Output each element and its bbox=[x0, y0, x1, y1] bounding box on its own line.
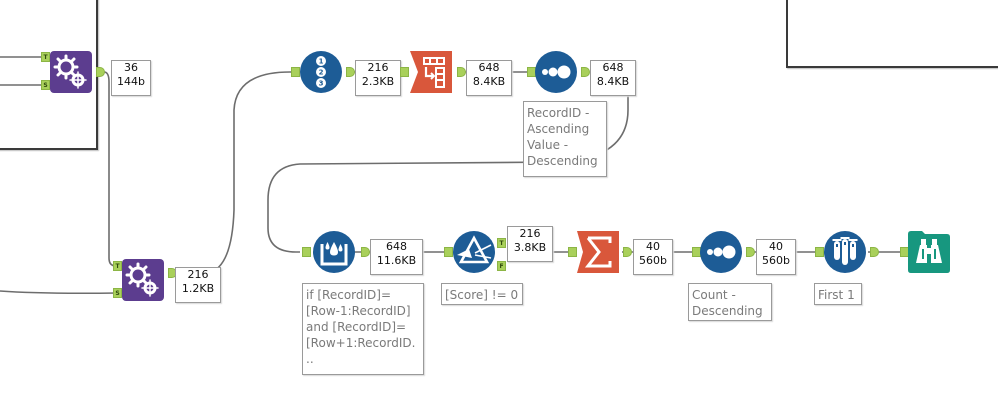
multirow-formula-icon bbox=[313, 231, 355, 273]
input-anchor-s[interactable]: S bbox=[113, 288, 122, 298]
data-size: 560b bbox=[639, 254, 667, 267]
tool-annotation: [Score] != 0 bbox=[441, 283, 523, 305]
input-anchor[interactable] bbox=[302, 247, 311, 257]
record-id-tool[interactable]: 1 2 3 bbox=[300, 51, 342, 93]
data-size: 144b bbox=[117, 75, 145, 88]
input-anchor[interactable] bbox=[568, 247, 577, 257]
record-count: 216 bbox=[519, 227, 541, 240]
input-anchor-s[interactable]: S bbox=[41, 80, 50, 90]
tool-container-right[interactable] bbox=[786, 0, 998, 68]
browse-tool[interactable] bbox=[908, 231, 950, 273]
record-count-badge: 216 2.3KB bbox=[355, 60, 401, 96]
input-anchor[interactable] bbox=[444, 247, 453, 257]
data-size: 1.2KB bbox=[181, 282, 215, 295]
transpose-icon bbox=[410, 51, 452, 93]
output-anchor[interactable] bbox=[361, 247, 370, 257]
output-anchor[interactable] bbox=[623, 247, 632, 257]
macro-tool-bottom[interactable] bbox=[122, 259, 164, 301]
svg-text:1: 1 bbox=[319, 58, 324, 66]
wire-in-S-macro-bottom bbox=[0, 290, 119, 295]
sample-tool[interactable] bbox=[824, 231, 866, 273]
data-size: 3.8KB bbox=[513, 241, 547, 254]
tool-annotation: RecordID - Ascending Value - Descending bbox=[523, 101, 607, 177]
input-anchor[interactable] bbox=[815, 247, 824, 257]
wire-macro-top-to-macro-bottom bbox=[103, 71, 118, 267]
data-size: 2.3KB bbox=[361, 75, 395, 88]
record-count-badge: 648 8.4KB bbox=[466, 60, 512, 96]
output-anchor[interactable] bbox=[870, 247, 879, 257]
record-count: 216 bbox=[367, 61, 389, 74]
record-count-badge: 36 144b bbox=[111, 60, 151, 96]
sort-dots-icon bbox=[535, 51, 577, 93]
svg-text:3: 3 bbox=[319, 80, 324, 88]
gears-icon bbox=[50, 51, 92, 93]
sort-dots-icon bbox=[700, 231, 742, 273]
binoculars-icon bbox=[908, 231, 950, 273]
numbered-list-icon: 1 2 3 bbox=[300, 51, 342, 93]
record-count-badge: 216 1.2KB bbox=[175, 267, 221, 303]
input-anchor-t[interactable]: T bbox=[41, 52, 50, 62]
data-size: 11.6KB bbox=[376, 254, 417, 267]
tool-annotation: First 1 bbox=[814, 283, 862, 305]
record-count: 216 bbox=[187, 268, 209, 281]
summarize-tool[interactable] bbox=[577, 231, 619, 273]
wire-macro-bottom-to-record-id bbox=[207, 71, 298, 274]
filter-tool[interactable] bbox=[453, 231, 495, 273]
record-count-badge: 648 11.6KB bbox=[370, 239, 423, 275]
record-count: 648 bbox=[602, 61, 624, 74]
sigma-icon bbox=[577, 231, 619, 273]
multi-row-formula-tool[interactable] bbox=[313, 231, 355, 273]
data-size: 8.4KB bbox=[596, 75, 630, 88]
tool-annotation: if [RecordID]= [Row-1:RecordID] and [Rec… bbox=[302, 283, 424, 375]
macro-tool-top[interactable] bbox=[50, 51, 92, 93]
filter-prism-icon bbox=[453, 231, 495, 273]
record-count-badge: 216 3.8KB bbox=[507, 226, 553, 262]
record-count: 40 bbox=[769, 240, 783, 253]
transpose-tool[interactable] bbox=[410, 51, 452, 93]
record-count-badge: 40 560b bbox=[633, 239, 673, 275]
record-count: 36 bbox=[124, 61, 138, 74]
output-anchor-true[interactable]: T bbox=[497, 238, 506, 248]
record-count: 648 bbox=[478, 61, 500, 74]
svg-text:2: 2 bbox=[319, 69, 324, 77]
output-anchor-false[interactable]: F bbox=[497, 261, 506, 271]
input-anchor[interactable] bbox=[291, 67, 300, 77]
tool-annotation: Count - Descending bbox=[688, 283, 772, 321]
sort-tool-2[interactable] bbox=[700, 231, 742, 273]
data-size: 560b bbox=[762, 254, 790, 267]
gears-icon bbox=[122, 259, 164, 301]
output-anchor[interactable] bbox=[581, 67, 590, 77]
input-anchor[interactable] bbox=[400, 67, 409, 77]
record-count-badge: 648 8.4KB bbox=[590, 60, 636, 96]
output-anchor[interactable] bbox=[96, 67, 105, 77]
input-anchor-t[interactable]: T bbox=[113, 261, 122, 271]
record-count: 40 bbox=[646, 240, 660, 253]
data-size: 8.4KB bbox=[472, 75, 506, 88]
test-tubes-icon bbox=[824, 231, 866, 273]
record-count-badge: 40 560b bbox=[756, 239, 796, 275]
record-count: 648 bbox=[386, 240, 407, 253]
output-anchor[interactable] bbox=[457, 67, 466, 77]
output-anchor[interactable] bbox=[746, 247, 755, 257]
sort-tool-1[interactable] bbox=[535, 51, 577, 93]
output-anchor[interactable] bbox=[346, 67, 355, 77]
